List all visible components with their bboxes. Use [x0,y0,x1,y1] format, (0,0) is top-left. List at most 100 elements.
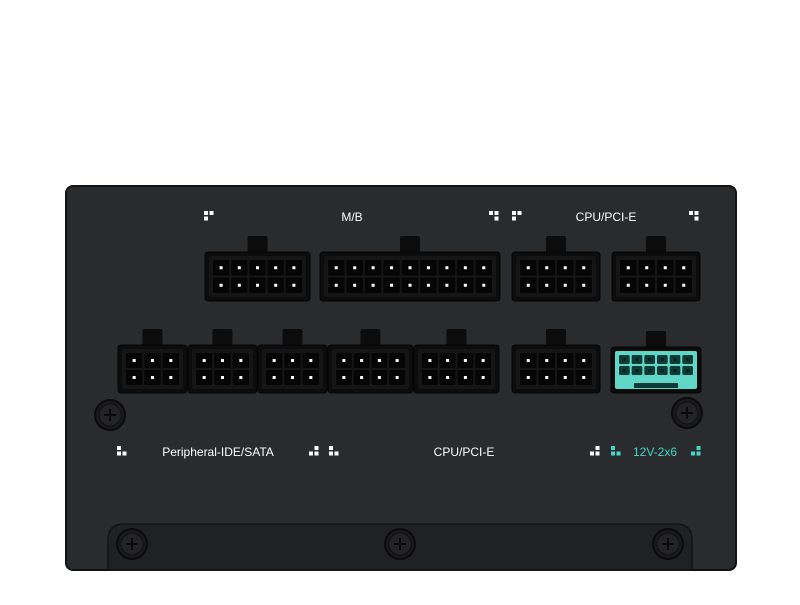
connector-pin [482,283,486,287]
corner-bracket-icon [309,446,319,456]
connector-pin [446,376,450,379]
connector-pin [334,283,338,287]
connector-pin [202,359,206,362]
corner-bracket-icon [611,446,621,456]
corner-bracket-icon [689,211,699,221]
connector-pin [582,376,586,379]
connector-cpu-pcie-bottom-2[interactable] [413,329,500,394]
connector-pin [482,266,486,270]
cross-screw-icon [116,528,148,560]
connector-pin [563,266,567,270]
connector-latch [646,236,666,254]
connector-pin [371,266,375,270]
connector-latch [446,329,467,347]
connector-pin [563,283,567,287]
connector-pin [390,266,394,270]
connector-mb-10pin[interactable] [204,236,311,302]
corner-bracket-icon [691,446,701,456]
connector-pin [408,283,412,287]
connector-pin [169,376,173,379]
connector-latch [360,329,381,347]
connector-pin [682,283,686,287]
connector-pin [390,283,394,287]
connector-pin [481,376,485,379]
cross-screw-icon [384,528,416,560]
peripheral-label: Peripheral-IDE/SATA [162,445,274,459]
connector-pin [635,358,639,361]
cpu-pcie-bottom-label: CPU/PCI-E [434,445,495,459]
connector-latch [142,329,163,347]
connector-pin [582,283,586,287]
connector-pin [426,266,430,270]
connector-pin [626,266,630,270]
connector-pin [445,266,449,270]
connector-cpu-pcie-bottom-1[interactable] [327,329,414,394]
connector-pin [272,359,276,362]
corner-bracket-icon [489,211,499,221]
connector-pin [645,283,649,287]
connector-cpu-pcie-top-2[interactable] [611,236,701,302]
connector-pin [622,358,626,361]
connector-pin [151,359,154,362]
connector-pin [274,283,278,287]
corner-bracket-icon [204,211,214,221]
corner-bracket-icon [117,446,127,456]
connector-pin [395,376,399,379]
connector-pin [360,359,364,362]
connector-pin [463,376,467,379]
connector-pin [426,283,430,287]
connector-pin [237,283,241,287]
connector-pin [648,369,652,372]
marker-layer [117,211,701,456]
connector-pin [526,283,530,287]
connector-pin [663,283,667,287]
connector-pin [445,283,449,287]
connector-pin [673,369,677,372]
connector-pin [291,359,294,362]
connector-pin [463,283,467,287]
connector-pin [663,266,667,270]
connector-pin [545,359,549,362]
connector-pin [371,283,375,287]
connector-pin [219,266,223,270]
connector-pin [219,283,223,287]
connector-pin [626,283,630,287]
connector-latch [247,236,268,254]
connector-pin [622,369,626,372]
connector-pin [446,359,450,362]
cross-screw-icon [94,399,126,431]
connector-cpu-pcie-top-1[interactable] [511,236,601,302]
sense-pin-strip [634,383,678,388]
connector-peripheral-1[interactable] [117,329,188,394]
connector-cpu-pcie-bottom-3[interactable] [511,329,601,394]
connector-pin [360,376,364,379]
connector-peripheral-3[interactable] [257,329,328,394]
connector-pin [395,359,399,362]
connector-pin [292,283,296,287]
connector-pin [645,266,649,270]
connector-pin [221,376,224,379]
connector-pin [686,358,690,361]
connector-pin [309,359,313,362]
connector-pin [648,358,652,361]
connector-peripheral-2[interactable] [187,329,258,394]
connector-mb-18pin[interactable] [319,236,501,302]
corner-bracket-icon [512,211,522,221]
connector-12v-2x6[interactable] [610,331,702,394]
connector-pin [582,359,586,362]
connector-pin [292,266,296,270]
connector-pin [237,266,241,270]
connector-pin [660,369,664,372]
connector-pin [256,266,259,270]
connector-pin [272,376,276,379]
connector-pin [428,376,432,379]
connector-latch [212,329,233,347]
connector-pin [334,266,338,270]
connector-pin [481,359,485,362]
connector-layer [117,236,702,394]
connector-pin [353,266,357,270]
connector-pin [169,359,173,362]
connector-pin [582,266,586,270]
